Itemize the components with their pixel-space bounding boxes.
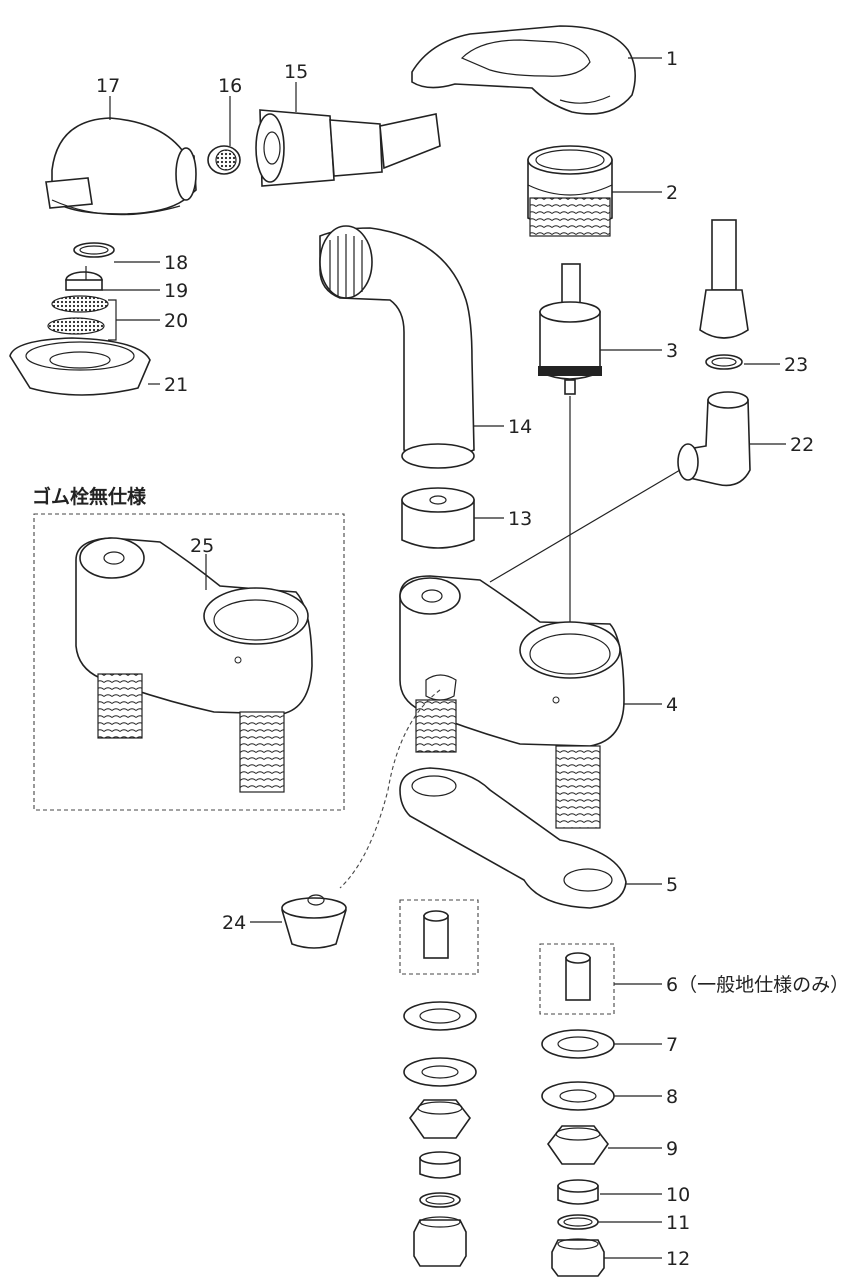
callout-20: 20 <box>164 310 188 332</box>
part-10-sleeve: 10 <box>557 1179 690 1206</box>
part-6-check-valve: 6（一般地仕様のみ） <box>539 943 849 1015</box>
part-16-strainer: 16 <box>207 75 242 175</box>
callout-14: 14 <box>508 416 532 438</box>
part-24-rubber-plug: 24 <box>222 689 441 949</box>
callout-17: 17 <box>96 75 120 97</box>
part-19-spray-plate: 19 <box>65 266 188 302</box>
callout-22: 22 <box>790 434 814 456</box>
part-1-lever-handle: 1 <box>411 25 678 115</box>
part-5-base-plate: 5 <box>399 767 678 909</box>
callout-8: 8 <box>666 1086 678 1108</box>
variant-title: ゴム栓無仕様 <box>32 485 147 508</box>
callout-19: 19 <box>164 280 188 302</box>
part-12-union-nut: 12 <box>551 1238 690 1277</box>
callout-21: 21 <box>164 374 188 396</box>
callout-3: 3 <box>666 340 678 362</box>
callout-9: 9 <box>666 1138 678 1160</box>
part-13-collar: 13 <box>401 487 532 549</box>
part-7-washer: 7 <box>541 1029 678 1059</box>
part-18-o-ring: 18 <box>73 242 188 274</box>
callout-25: 25 <box>190 535 214 557</box>
part-17-shower-head: 17 <box>45 75 197 216</box>
callout-13: 13 <box>508 508 532 530</box>
variant-box-no-rubber-plug: ゴム栓無仕様 25 <box>32 485 345 811</box>
part-14-spout: 14 <box>319 225 532 469</box>
callout-23: 23 <box>784 354 808 376</box>
callout-24: 24 <box>222 912 246 934</box>
part-21-shower-cap: 21 <box>9 337 188 396</box>
left-fitting-stack <box>399 899 479 1267</box>
callout-15: 15 <box>284 61 308 83</box>
callout-12: 12 <box>666 1248 690 1270</box>
part-23-washer: 23 <box>699 219 808 376</box>
callout-5: 5 <box>666 874 678 896</box>
part-9-hex-nut: 9 <box>547 1125 678 1165</box>
part-22-elbow: 22 <box>489 391 814 583</box>
part-3-cartridge: 3 <box>538 263 678 670</box>
callout-1: 1 <box>666 48 678 70</box>
part-2-cap-nut: 2 <box>527 145 678 237</box>
callout-10: 10 <box>666 1184 690 1206</box>
callout-18: 18 <box>164 252 188 274</box>
part-15-hose-coupling: 15 <box>255 61 441 187</box>
part-20-mesh-screens: 20 <box>47 295 188 341</box>
callout-7: 7 <box>666 1034 678 1056</box>
callout-16: 16 <box>218 75 242 97</box>
part-8-lock-washer: 8 <box>541 1081 678 1111</box>
callout-11: 11 <box>666 1212 690 1234</box>
callout-2: 2 <box>666 182 678 204</box>
callout-6: 6（一般地仕様のみ） <box>666 974 849 996</box>
part-4-faucet-body: 4 <box>399 575 678 829</box>
part-11-o-ring: 11 <box>557 1212 690 1234</box>
callout-4: 4 <box>666 694 678 716</box>
